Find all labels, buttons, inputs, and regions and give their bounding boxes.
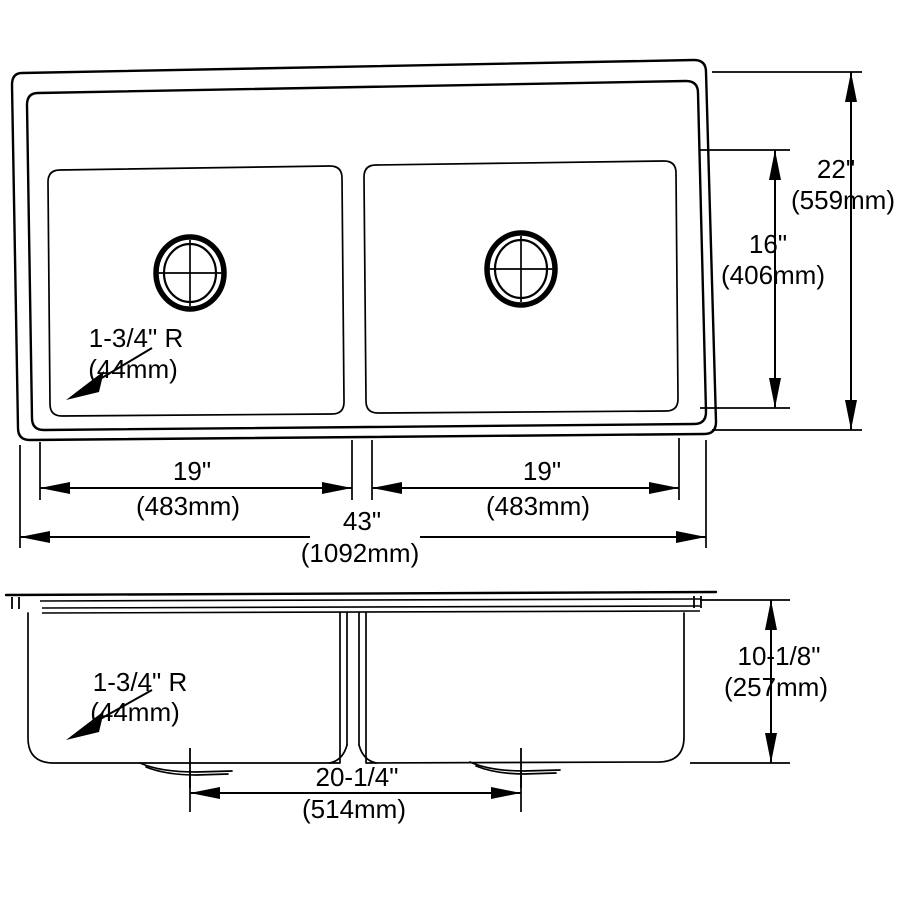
corner-radius-top-imperial: 1-3/4" R	[89, 323, 184, 353]
front-rim-band-upper	[39, 598, 701, 602]
overall-depth-metric: (559mm)	[791, 185, 895, 215]
vertical-dimensions: 22" (559mm) 16" (406mm)	[700, 71, 895, 431]
left-bowl-width-metric: (483mm)	[136, 491, 240, 521]
mounting-clip-right	[693, 596, 702, 608]
radius-arrow-top	[66, 371, 104, 400]
right-bowl-width-metric: (483mm)	[486, 491, 590, 521]
front-rim-band-lower	[41, 605, 701, 609]
dimension-right-bowl-width: 19" (483mm)	[372, 456, 679, 521]
plan-view: 1-3/4" R (44mm)	[10, 58, 718, 442]
corner-radius-front-imperial: 1-3/4" R	[93, 667, 188, 697]
overall-width-imperial: 43"	[343, 506, 381, 536]
drain-spacing-metric: (514mm)	[302, 794, 406, 824]
bowl-front-back-metric: (406mm)	[721, 260, 825, 290]
front-view-dimensions: 10-1/8" (257mm) 20-1/4" (514mm)	[189, 599, 828, 824]
front-rim-band-bottom	[41, 610, 701, 614]
radius-arrow-front	[66, 711, 104, 740]
overall-width-metric: (1092mm)	[301, 538, 419, 568]
corner-radius-callout-front: 1-3/4" R (44mm)	[66, 667, 187, 740]
bowl-front-back-imperial: 16"	[749, 229, 787, 259]
dimension-bowl-front-back: 16" (406mm)	[721, 150, 825, 408]
front-divider-fillet-left	[329, 744, 348, 764]
dimension-left-bowl-width: 19" (483mm)	[40, 456, 352, 521]
bowl-height-imperial: 10-1/8"	[738, 641, 821, 671]
dimension-overall-depth: 22" (559mm)	[791, 72, 895, 430]
corner-radius-callout-top: 1-3/4" R (44mm)	[66, 323, 183, 400]
dimension-bowl-height: 10-1/8" (257mm)	[724, 600, 828, 763]
corner-radius-top-metric: (44mm)	[88, 354, 178, 384]
right-drain	[484, 230, 558, 308]
front-right-sump-inner	[475, 765, 557, 775]
left-bowl-outline	[47, 165, 345, 417]
drain-spacing-imperial: 20-1/4"	[316, 762, 399, 792]
front-elevation: 1-3/4" R (44mm)	[4, 590, 718, 788]
corner-radius-front-metric: (44mm)	[90, 697, 180, 727]
left-drain	[153, 234, 227, 312]
horizontal-dimensions: 19" (483mm) 19" (483mm) 43" (1092mm)	[19, 438, 707, 568]
front-right-sump	[469, 761, 561, 772]
front-left-sump	[139, 762, 233, 773]
right-bowl-width-imperial: 19"	[523, 456, 561, 486]
front-deck-top-edge	[4, 590, 718, 597]
front-left-bowl-body	[27, 612, 341, 764]
dimension-overall-width: 43" (1092mm)	[20, 506, 706, 568]
left-bowl-width-imperial: 19"	[173, 456, 211, 486]
sink-rim-line	[25, 79, 708, 432]
mounting-clip-left	[11, 597, 20, 609]
bowl-height-metric: (257mm)	[724, 672, 828, 702]
front-right-bowl-body	[365, 612, 685, 764]
right-bowl-outline	[363, 160, 679, 414]
overall-depth-imperial: 22"	[817, 154, 855, 184]
dimension-drain-spacing: 20-1/4" (514mm)	[190, 762, 521, 824]
front-left-sump-inner	[145, 766, 229, 776]
sink-outer-edge	[10, 58, 718, 442]
